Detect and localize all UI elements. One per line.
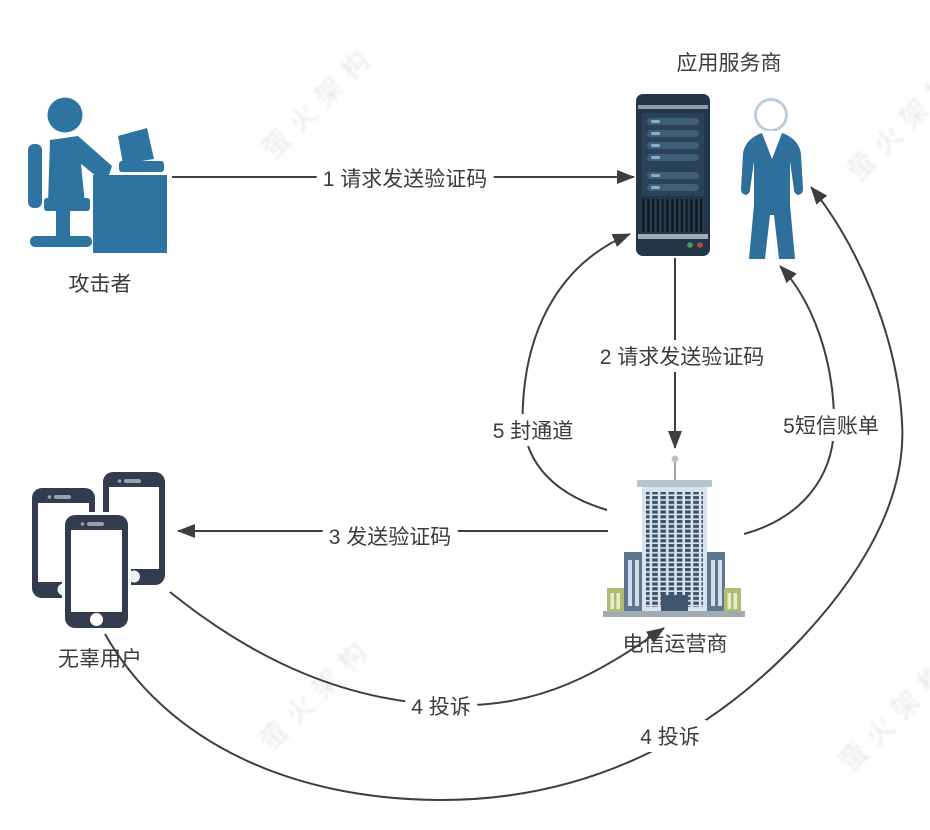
users-label: 无辜用户 (58, 648, 142, 671)
server-icon (636, 94, 710, 256)
edge-label-4-provider: 4 投诉 (634, 720, 706, 752)
edge-label-5-bill: 5短信账单 (777, 409, 885, 441)
edge-label-3: 3 发送验证码 (322, 520, 458, 552)
attacker-person-at-desk-icon (28, 97, 167, 253)
edge-label-5-block: 5 封通道 (486, 414, 580, 446)
arrow-4-complaint-to-provider (104, 186, 904, 802)
telecom-label: 电信运营商 (622, 633, 728, 656)
smartphones-icon (32, 472, 165, 631)
app-provider-label: 应用服务商 (676, 52, 782, 75)
phone-icon (62, 512, 131, 631)
arrow-4-complaint-to-telecom (169, 591, 665, 707)
business-person-icon (741, 98, 803, 259)
arrow-5-sms-bill (743, 265, 836, 535)
arrow-5-block-channel (521, 233, 631, 511)
office-building-icon (603, 455, 745, 617)
edge-label-2: 2 请求发送验证码 (593, 340, 771, 372)
edge-label-1: 1 请求发送验证码 (316, 162, 494, 194)
attacker-label: 攻击者 (68, 273, 132, 296)
edge-label-4-telecom: 4 投诉 (405, 690, 477, 722)
